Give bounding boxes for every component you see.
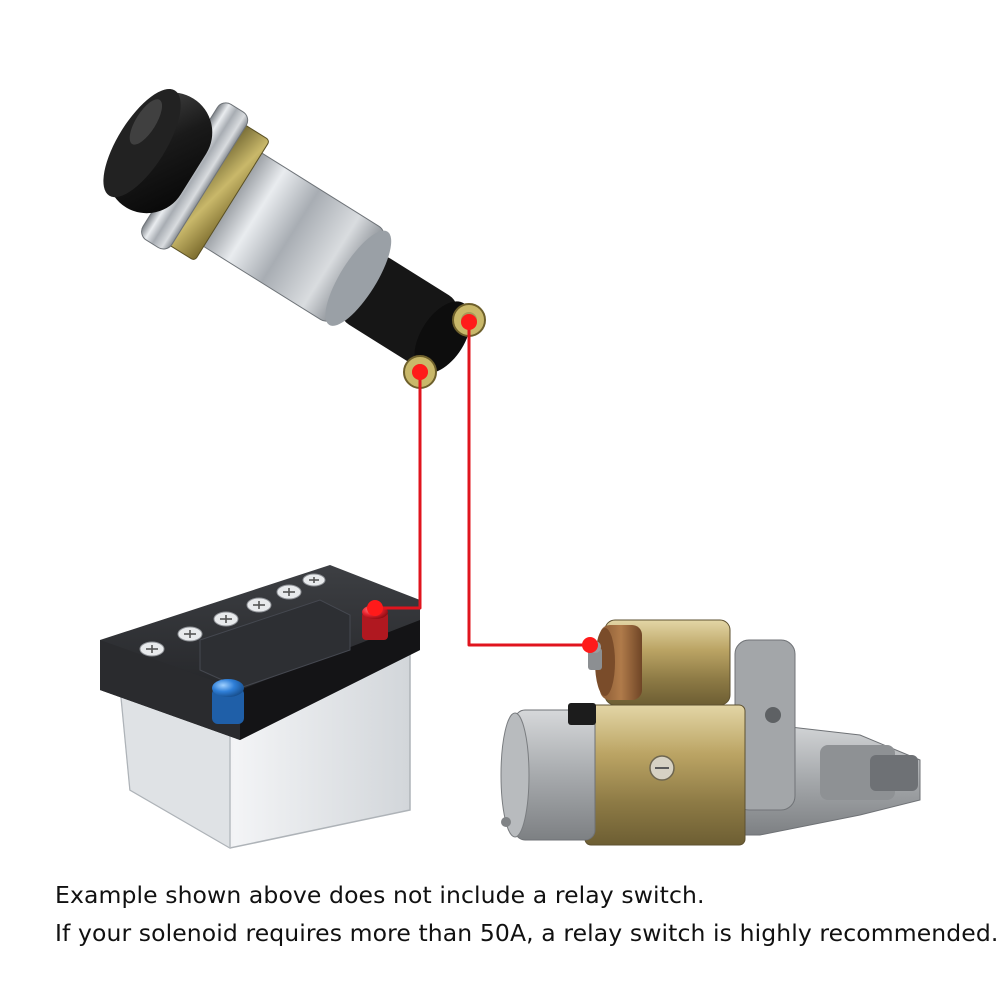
caption-line-1: Example shown above does not include a r… — [55, 881, 705, 909]
wire-switch-to-starter — [467, 320, 590, 647]
dot-switch-terminal-1 — [412, 364, 428, 380]
caption-line-2: If your solenoid requires more than 50A,… — [55, 919, 999, 947]
battery — [100, 565, 420, 849]
connection-points — [367, 314, 598, 653]
starter-motor — [500, 619, 921, 846]
wire-switch-to-battery — [375, 372, 422, 610]
dot-switch-terminal-2 — [461, 314, 477, 330]
wiring — [375, 320, 590, 647]
dot-starter-solenoid — [582, 637, 598, 653]
caption: Example shown above does not include a r… — [55, 876, 999, 952]
push-button-switch — [103, 88, 486, 389]
dot-battery-positive — [367, 600, 383, 616]
battery-negative-terminal — [212, 679, 244, 724]
